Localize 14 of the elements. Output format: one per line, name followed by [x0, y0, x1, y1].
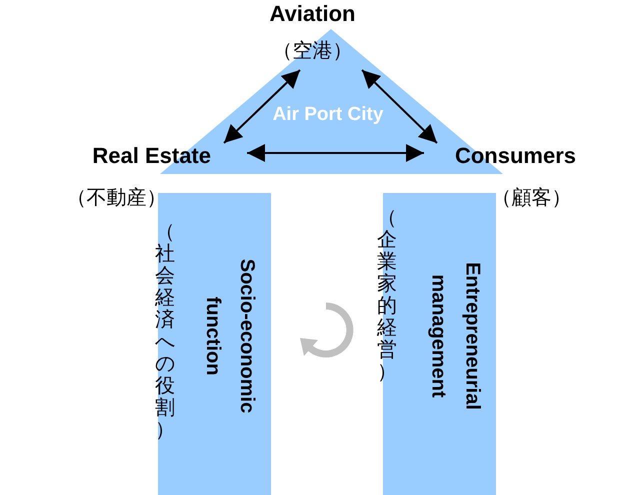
- node-subtitle: （空港）: [272, 39, 354, 64]
- node-title: Real Estate: [91, 143, 212, 169]
- pillar-title: Socio-economic function: [201, 258, 259, 416]
- pillar-subtitle: （企業家的経営）: [377, 207, 397, 383]
- double-arrow: [361, 69, 438, 144]
- node-title: Aviation: [268, 1, 356, 27]
- node-subtitle: （顧客）: [490, 186, 572, 211]
- node-subtitle: （不動産）: [66, 186, 168, 211]
- pillar-subtitle: （社会経済への役割）: [155, 221, 175, 441]
- pillar-title: Entrepreneurial management: [426, 261, 484, 412]
- double-arrow: [247, 144, 424, 162]
- double-arrow: [223, 69, 301, 144]
- triangle-label: Air Port City: [272, 104, 384, 126]
- node-title: Consumers: [454, 143, 578, 169]
